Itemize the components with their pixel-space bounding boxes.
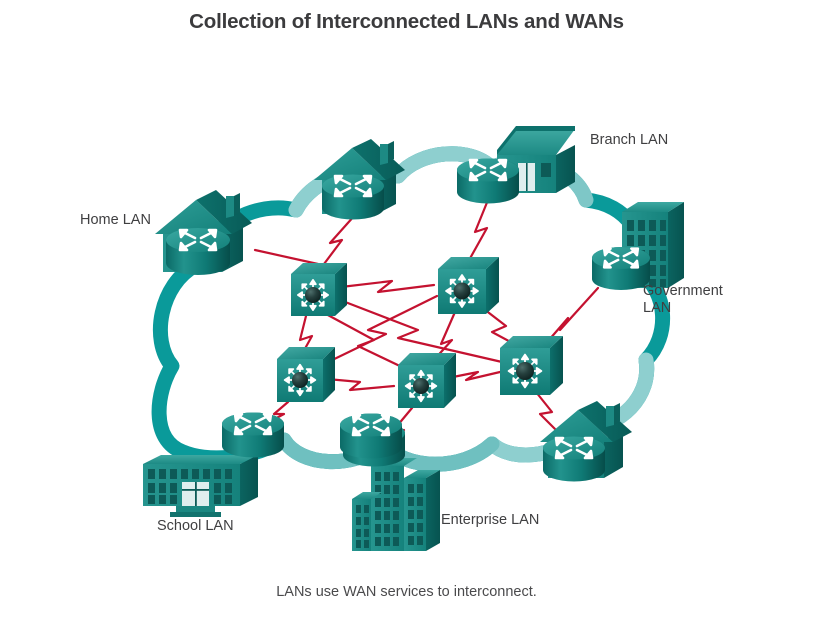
site-right-house (540, 401, 632, 482)
house-roof-side (352, 139, 405, 180)
serial-link (325, 377, 396, 392)
serial-link (466, 198, 490, 264)
serial-link (339, 279, 436, 294)
serial-links (228, 198, 600, 464)
switch-ne (438, 257, 499, 314)
school-step-2 (170, 512, 221, 517)
page-title: Collection of Interconnected LANs and WA… (189, 10, 624, 33)
switch-core-sphere (413, 378, 429, 394)
serial-link (446, 370, 502, 382)
router-top (166, 228, 230, 252)
serial-link (478, 304, 520, 348)
switch-w (277, 347, 335, 402)
site-home-lan (155, 190, 252, 275)
school-step-1 (176, 506, 215, 512)
cloud-highlight-top (288, 146, 500, 218)
house-roof (540, 410, 613, 442)
site-branch-lan (457, 126, 575, 204)
ent-windows-b (375, 472, 399, 546)
serial-link (316, 213, 357, 274)
cube-side (323, 347, 335, 402)
serial-link (322, 294, 439, 366)
router-top (543, 436, 605, 460)
cube-side (335, 263, 347, 316)
cube-side (486, 257, 499, 314)
router-government-lan (592, 247, 650, 290)
cube-top (398, 353, 456, 365)
branch-window (541, 163, 551, 177)
cube-top (277, 347, 335, 359)
switch-nw (291, 263, 347, 316)
site-school-lan (143, 412, 284, 517)
site-government-lan (592, 202, 684, 290)
serial-link (534, 390, 564, 438)
router-top-house (322, 174, 384, 220)
router-top (457, 158, 519, 182)
serial-link (430, 310, 457, 364)
branch-body-side (556, 145, 575, 193)
house-chimney-side (614, 403, 620, 425)
ent-windows-c (408, 484, 423, 545)
serial-link (228, 372, 276, 376)
school-door-rail (182, 489, 209, 491)
figure-caption: LANs use WAN services to interconnect. (276, 584, 537, 600)
branch-roof-edge (497, 126, 575, 155)
router-cloud-south (340, 413, 402, 459)
school-roof (143, 455, 258, 464)
cube-side (444, 353, 456, 408)
ent-tower-c-front (404, 478, 426, 551)
branch-door-split (526, 163, 528, 191)
house-chimney (606, 406, 614, 427)
router-top (222, 412, 284, 436)
house-roof (155, 200, 232, 234)
house-chimney-side (388, 141, 394, 163)
router-school-lan (222, 412, 284, 458)
switch-core-sphere (453, 282, 471, 300)
serial-link (338, 298, 504, 364)
cube-top (500, 336, 563, 348)
router-branch-lan (457, 158, 519, 204)
switch-core-sphere (292, 372, 308, 388)
site-top-house (314, 139, 405, 220)
router-home-lan (166, 228, 230, 275)
ent-tower-c-top (404, 470, 440, 478)
router-top (592, 247, 650, 269)
house-roof-side (196, 190, 252, 234)
school-door-split (195, 482, 197, 506)
router-top (322, 174, 384, 198)
house-chimney (380, 144, 388, 165)
serial-link (540, 286, 600, 350)
house-roof-side (578, 401, 632, 442)
switch-core-sphere (305, 287, 321, 303)
gov-tower-top (622, 202, 684, 212)
cube-top (291, 263, 347, 274)
school-windows (148, 469, 232, 504)
ent-windows-a (356, 505, 369, 548)
ent-tower-c-side (426, 470, 440, 551)
router-right-house (543, 436, 605, 482)
serial-link (324, 312, 406, 370)
ent-tower-a-top (352, 492, 382, 499)
house-chimney (226, 196, 234, 218)
switch-core-sphere (516, 362, 534, 380)
gov-tower-side (668, 202, 684, 288)
router-top (340, 413, 402, 437)
cube-top (438, 257, 499, 269)
branch-roof (497, 129, 575, 155)
switch-e (500, 336, 563, 395)
house-roof (314, 148, 386, 180)
switch-center (398, 353, 456, 408)
serial-link (298, 314, 314, 356)
school-side (240, 455, 258, 506)
cube-side (550, 336, 563, 395)
house-chimney-side (234, 193, 240, 216)
